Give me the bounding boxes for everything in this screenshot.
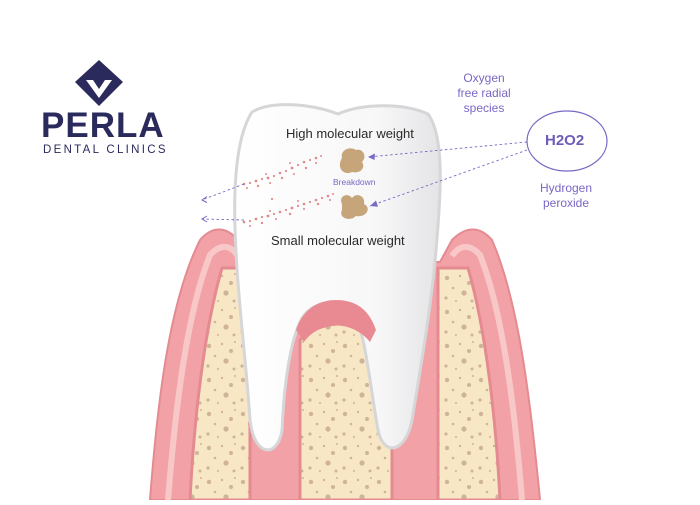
reaction-arrows — [201, 141, 528, 221]
label-small-molecular-weight: Small molecular weight — [271, 233, 405, 248]
tooth — [233, 103, 442, 452]
logo-subtitle: DENTAL CLINICS — [43, 144, 168, 156]
label-high-molecular-weight: High molecular weight — [286, 126, 414, 141]
stain-particles-lower — [242, 193, 334, 227]
logo-wordmark: PERLA — [41, 106, 165, 145]
label-h2o2: H2O2 — [545, 132, 585, 149]
stain-blob-small — [341, 195, 368, 219]
tooth-pulp — [296, 300, 376, 342]
label-hydrogen-peroxide: Hydrogen peroxide — [539, 181, 593, 210]
label-oxygen-species: Oxygen free radial species — [457, 71, 511, 115]
logo-diamond-icon — [75, 60, 123, 106]
stain-blob-high — [339, 148, 365, 174]
label-breakdown: Breakdown — [333, 177, 376, 187]
h2o2-bubble — [526, 110, 608, 172]
stain-particles-upper — [242, 155, 322, 189]
arrow-left-icon — [201, 196, 208, 223]
